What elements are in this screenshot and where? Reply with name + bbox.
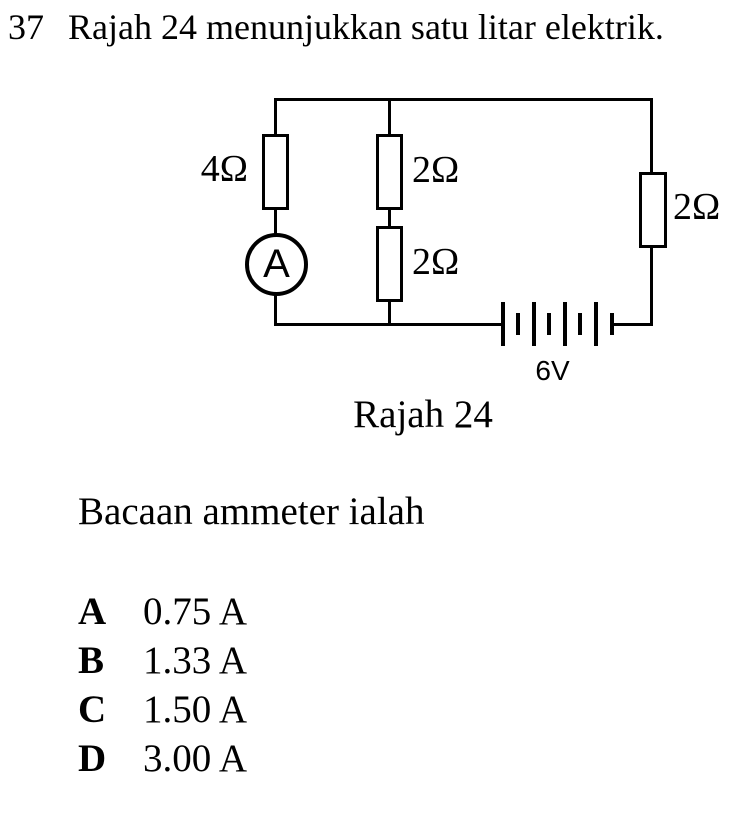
option-value: 0.75 A [143, 590, 248, 633]
option-row-a: A 0.75 A [78, 590, 247, 635]
battery-short-plate [578, 313, 582, 335]
option-letter: D [78, 737, 107, 780]
question-number: 37 [8, 7, 44, 47]
figure-caption: Rajah 24 [353, 393, 493, 436]
option-letter: B [78, 639, 105, 682]
option-value: 3.00 A [143, 737, 248, 780]
middle-branch-wire-top [388, 98, 391, 136]
middle-branch-wire-middle [388, 207, 391, 228]
battery-short-plate [610, 313, 614, 335]
option-row-b: B 1.33 A [78, 639, 247, 684]
battery-long-plate [501, 302, 505, 346]
option-row-c: C 1.50 A [78, 688, 247, 733]
middle-branch-wire-bottom [388, 299, 391, 326]
battery-long-plate [563, 302, 567, 346]
resistor-middle-top-label: 2Ω [412, 149, 460, 191]
bottom-wire-right-segment [610, 323, 653, 326]
resistor-left [262, 134, 289, 210]
resistor-right [639, 172, 667, 248]
battery-voltage-label: 6V [535, 355, 570, 386]
battery-long-plate [532, 302, 536, 346]
option-letter: A [78, 590, 107, 633]
left-branch-wire-top [274, 98, 277, 136]
ammeter-label: A [263, 242, 290, 286]
top-wire [274, 98, 653, 101]
resistor-right-label: 2Ω [673, 186, 721, 228]
right-branch-wire-bottom [650, 245, 653, 326]
question-text: Rajah 24 menunjukkan satu litar elektrik… [68, 7, 664, 47]
resistor-middle-bottom [376, 226, 403, 302]
question-prompt: Bacaan ammeter ialah [78, 490, 425, 533]
battery-short-plate [547, 313, 551, 335]
option-value: 1.50 A [143, 688, 248, 731]
right-branch-wire-top [650, 98, 653, 174]
option-letter: C [78, 688, 107, 731]
resistor-left-label: 4Ω [200, 148, 248, 190]
resistor-middle-bottom-label: 2Ω [412, 241, 460, 283]
option-row-d: D 3.00 A [78, 737, 247, 782]
resistor-middle-top [376, 134, 403, 210]
left-branch-wire-middle [274, 207, 277, 236]
option-value: 1.33 A [143, 639, 248, 682]
battery-long-plate [594, 302, 598, 346]
ammeter: A [245, 233, 308, 296]
left-branch-wire-bottom [274, 292, 277, 326]
battery-short-plate [516, 313, 520, 335]
